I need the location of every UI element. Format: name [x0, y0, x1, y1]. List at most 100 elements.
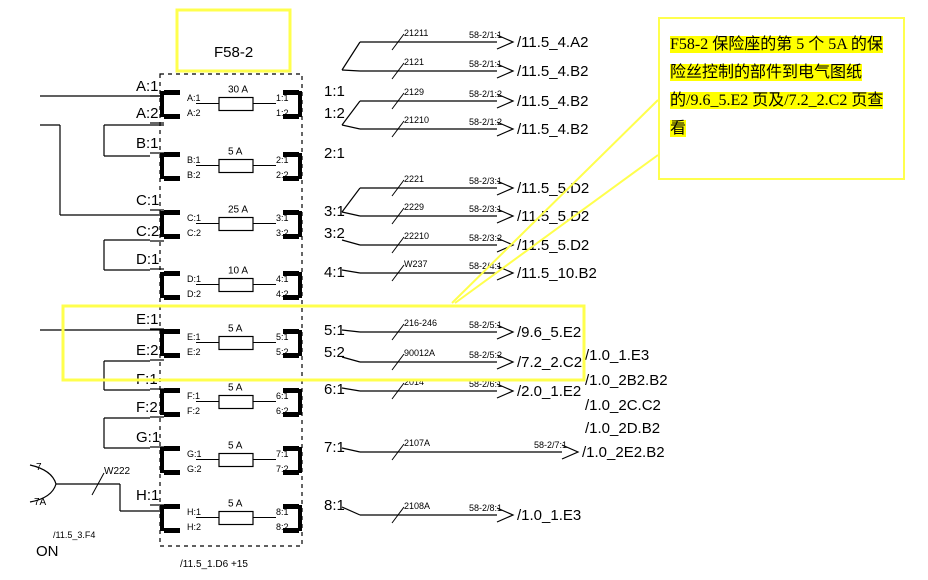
destination-ref: /11.5_4.A2: [517, 34, 588, 51]
side-ref: /1.0_2D.B2: [585, 420, 660, 437]
fuse-rating: 5 A: [228, 441, 243, 452]
wire-slash: [391, 506, 405, 524]
fuse-pin-label: H:1: [187, 507, 201, 517]
fuse-rows: 30 AA:1A:21:11:21:11:25 AB:1B:22:12:22:1…: [160, 83, 345, 533]
module-label: F58-2: [214, 44, 253, 61]
fuse-holder-outline: [159, 73, 303, 547]
wire-number: 21211: [404, 28, 428, 38]
output-terminal-label: 1:1: [324, 83, 345, 100]
fuse-left-contact: [160, 505, 164, 531]
fuse-pin-label: 4:2: [276, 289, 289, 299]
fuse-right-tab: [283, 504, 299, 509]
terminal-tag: 58-2/8:1: [469, 503, 502, 513]
output-terminal-label: 6:1: [324, 381, 345, 398]
wire-number: 2129: [404, 87, 424, 97]
fuse-right-contact: [298, 272, 302, 298]
fuse-left-tab: [164, 152, 180, 157]
annotation-box: F58-2 保险座的第 5 个 5A 的保险丝控制的部件到电气图纸的/9.6_5…: [658, 17, 905, 180]
fuse-right-tab: [283, 176, 299, 181]
fuse-right-tab: [283, 152, 299, 157]
fuse-left-tab: [164, 271, 180, 276]
wire-slash: [391, 120, 405, 138]
fuse-left-contact: [160, 272, 164, 298]
terminal-tag: 58-2/6:1: [469, 379, 502, 389]
terminal-tag: 58-2/4:1: [469, 261, 502, 271]
output-wire: [341, 356, 361, 363]
fuse-left-tab: [164, 295, 180, 300]
wire-slash: [391, 353, 405, 371]
input-terminal-label: C:1: [136, 192, 159, 209]
fuse-pin-label: 8:1: [276, 507, 289, 517]
arrow-icon: [496, 507, 515, 523]
wire-slash: [391, 382, 405, 400]
fuse-pin-label: 2:2: [276, 170, 289, 180]
fuse-rating: 5 A: [228, 147, 243, 158]
fuse-right-contact: [298, 505, 302, 531]
wire-slash: [391, 443, 405, 461]
fuse-left-contact: [160, 447, 164, 473]
fuse-pin-label: 7:1: [276, 449, 289, 459]
left-bottom-wire: W222: [104, 466, 131, 477]
wire-number: 2229: [404, 202, 424, 212]
fuse-left-tab: [164, 504, 180, 509]
fuse-pin-label: 3:1: [276, 213, 289, 223]
wire-slash: [391, 236, 405, 254]
output-wire: [341, 329, 361, 333]
fuse-left-contact: [160, 330, 164, 356]
fuse-left-contact: [160, 211, 164, 237]
fuse-pin-label: G:2: [187, 464, 202, 474]
fuse-left-tab: [164, 210, 180, 215]
wire-number: 2121: [404, 57, 424, 67]
arrow-icon: [496, 180, 515, 196]
fuse-right-tab: [283, 271, 299, 276]
fuse-right-tab: [283, 295, 299, 300]
fuse-element: [218, 394, 254, 410]
side-ref: /1.0_1.E3: [585, 347, 649, 364]
fuse-pin-label: B:1: [187, 155, 201, 165]
wire-slash: [91, 472, 105, 496]
arrow-icon: [496, 34, 515, 50]
side-ref: /1.0_2B2.B2: [585, 372, 668, 389]
fuse-left-tab: [164, 412, 180, 417]
input-terminal-label: H:1: [136, 487, 159, 504]
terminal-tag: 58-2/7:1: [534, 440, 567, 450]
fuse-right-contact: [298, 447, 302, 473]
fuse-left-tab: [164, 446, 180, 451]
arrow-icon: [496, 121, 515, 137]
terminal-tag: 58-2/1:1: [469, 30, 502, 40]
fuse-pin-label: F:1: [187, 391, 200, 401]
fuse-pin-label: 5:1: [276, 332, 289, 342]
fuse-left-tab: [164, 234, 180, 239]
destination-ref: /11.5_4.B2: [517, 63, 588, 80]
input-terminal-label: A:2: [136, 105, 159, 122]
terminal-tag: 58-2/3:2: [469, 233, 502, 243]
fuse-right-tab: [283, 446, 299, 451]
output-terminal-label: 4:1: [324, 264, 345, 281]
fuse-pin-label: 2:1: [276, 155, 289, 165]
output-wire: [341, 41, 361, 71]
input-terminal-label: C:2: [136, 223, 159, 240]
fuse-element: [218, 510, 254, 526]
left-bottom-arc: [29, 464, 57, 485]
fuse-left-tab: [164, 176, 180, 181]
fuse-left-tab: [164, 470, 180, 475]
wire-number: 2108A: [404, 501, 430, 511]
fuse-pin-label: C:1: [187, 213, 201, 223]
fuse-right-tab: [283, 329, 299, 334]
fuse-pin-label: 7:2: [276, 464, 289, 474]
fuse-right-tab: [283, 234, 299, 239]
output-wire: [341, 447, 361, 453]
fuse-pin-label: 8:2: [276, 522, 289, 532]
fuse-right-tab: [283, 412, 299, 417]
destination-ref: /11.5_5.D2: [517, 237, 589, 254]
fuse-rating: 10 A: [228, 266, 248, 277]
terminal-tag: 58-2/5:2: [469, 350, 502, 360]
input-terminal-label: E:1: [136, 311, 159, 328]
wire-slash: [391, 62, 405, 80]
fuse-right-tab: [283, 210, 299, 215]
arrow-icon: [496, 63, 515, 79]
fuse-pin-label: D:2: [187, 289, 201, 299]
fuse-pin-label: H:2: [187, 522, 201, 532]
